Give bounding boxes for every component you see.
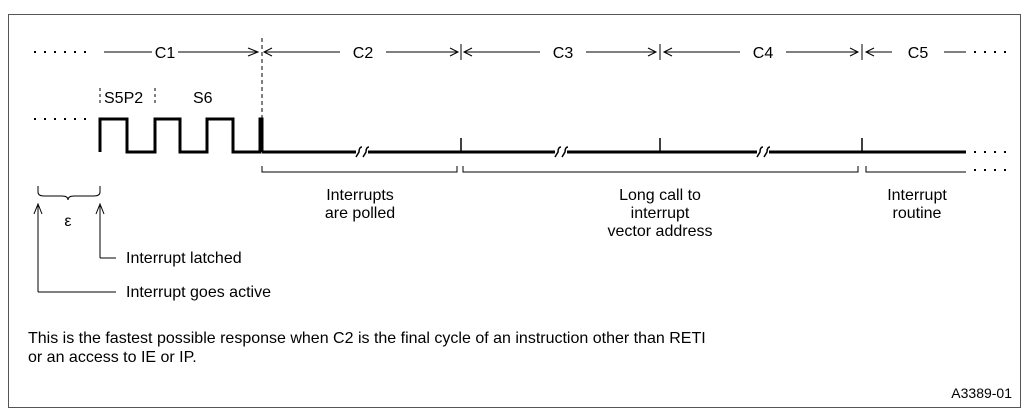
phase-polled-line2: are polled xyxy=(325,205,395,222)
phase-longcall-line1: Long call to xyxy=(619,187,701,204)
state-label-s5p2: S5P2 xyxy=(104,90,143,107)
cycle-label-c2: C2 xyxy=(353,45,374,62)
active-arrowhead xyxy=(33,202,43,215)
event-latched-label: Interrupt latched xyxy=(126,250,242,267)
phase-routine-line1: Interrupt xyxy=(887,187,947,204)
bracket-longcall xyxy=(462,166,859,173)
latched-arrowhead xyxy=(95,202,105,215)
clock-waveform xyxy=(34,117,1006,171)
note-line1: This is the fastest possible response wh… xyxy=(28,330,706,347)
phase-brackets xyxy=(261,166,966,173)
event-active-label: Interrupt goes active xyxy=(126,284,271,301)
break-mark-c2 xyxy=(355,146,363,158)
break-mark-c4 xyxy=(756,146,764,158)
epsilon-brace xyxy=(37,186,101,201)
figure-frame xyxy=(8,14,1021,408)
phase-longcall-line2: interrupt xyxy=(631,205,690,222)
event-arrows xyxy=(33,202,116,293)
epsilon-brace-shape xyxy=(37,186,101,201)
break-mark-c3b xyxy=(561,146,569,158)
epsilon-label: ε xyxy=(64,213,71,230)
phase-polled-line1: Interrupts xyxy=(326,187,394,204)
c2-arrowhead-right xyxy=(449,47,460,57)
clock-pulses xyxy=(98,117,264,154)
break-mark-c2b xyxy=(362,146,370,158)
phase-routine-line2: routine xyxy=(893,205,942,222)
break-mark-c4b xyxy=(763,146,771,158)
break-mark-c3 xyxy=(554,146,562,158)
cycle-label-c4: C4 xyxy=(753,45,774,62)
figure-id: A3389-01 xyxy=(951,385,1012,401)
cycle-timeline xyxy=(34,38,1006,120)
bracket-routine xyxy=(865,166,966,173)
cycle-label-c5: C5 xyxy=(908,45,929,62)
note-line2: or an access to IE or IP. xyxy=(28,349,197,366)
c1-arrowhead xyxy=(247,47,260,57)
c4-arrowhead-right xyxy=(849,47,860,57)
state-label-s6: S6 xyxy=(193,90,213,107)
cycle-label-c1: C1 xyxy=(155,45,176,62)
cycle-label-c3: C3 xyxy=(553,45,574,62)
c3-arrowhead-right xyxy=(647,47,658,57)
phase-longcall-line3: vector address xyxy=(608,223,713,240)
bracket-polled xyxy=(261,166,458,173)
